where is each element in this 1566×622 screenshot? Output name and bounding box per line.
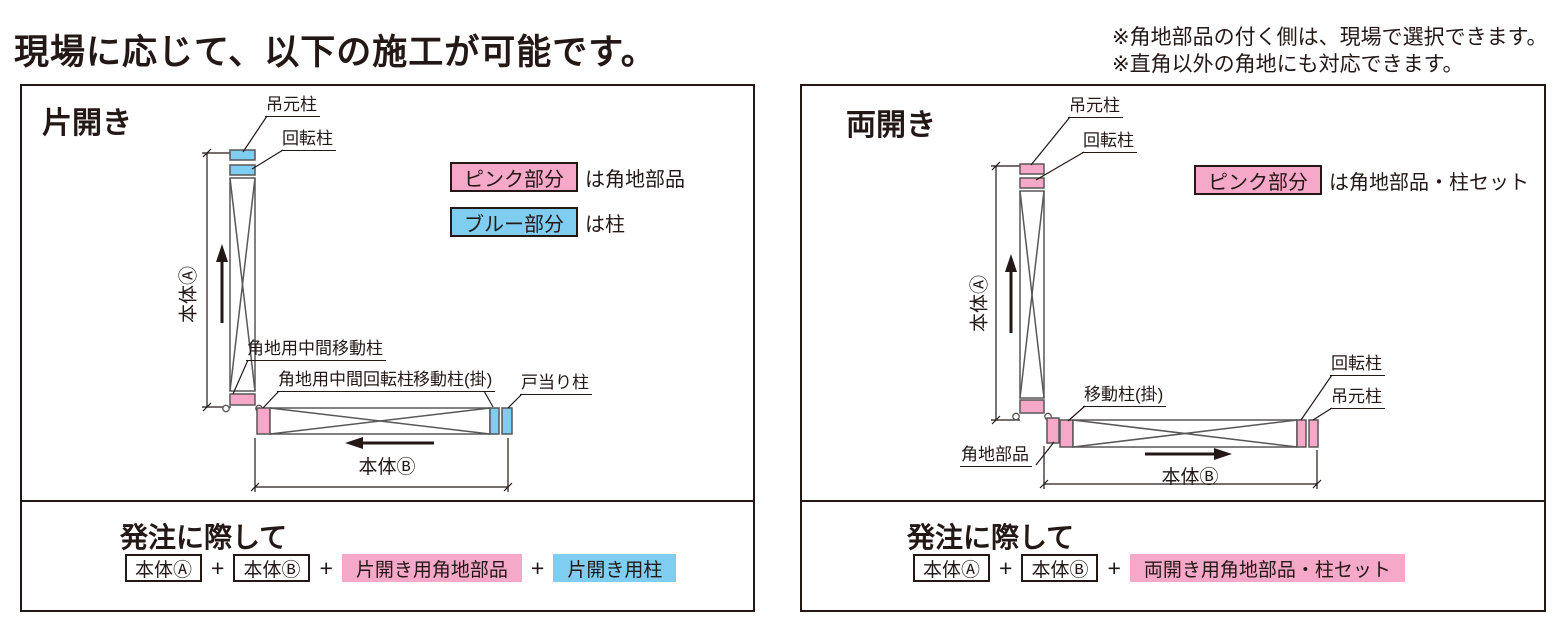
legend-pink: ピンク部分 は角地部品 bbox=[450, 162, 685, 192]
legend-blue: ブルー部分 は柱 bbox=[450, 207, 625, 237]
label-tsurimoto-top: 吊元柱 bbox=[1068, 96, 1123, 118]
arrow-up-icon bbox=[1005, 254, 1017, 333]
note-line-2: ※直角以外の角地にも対応できます。 bbox=[1112, 53, 1464, 76]
order-formula: 本体Ⓐ + 本体Ⓑ + 片開き用角地部品 + 片開き用柱 bbox=[125, 554, 677, 582]
label-ido-kake: 移動柱(掛) bbox=[1083, 385, 1167, 407]
plus-sign: + bbox=[1107, 555, 1121, 581]
plus-sign: + bbox=[999, 555, 1013, 581]
legend-blue-text: は柱 bbox=[585, 213, 625, 236]
part-kakuchi-buhin bbox=[1046, 417, 1060, 444]
accordion-body-horizontal bbox=[269, 407, 491, 435]
accordion-body-vertical bbox=[1019, 190, 1045, 399]
label-hontai-a: 本体Ⓐ bbox=[178, 266, 200, 324]
legend-pink-text: は角地部品・柱セット bbox=[1329, 171, 1529, 194]
dimension-line-vertical-a bbox=[202, 148, 231, 412]
arrow-up-icon bbox=[216, 244, 228, 323]
accordion-body-vertical bbox=[229, 177, 256, 392]
legend-blue-swatch: ブルー部分 bbox=[450, 207, 578, 237]
label-ido-kake: 移動柱(掛) bbox=[412, 370, 496, 392]
top-notes: ※角地部品の付く側は、現場で選択できます。 ※直角以外の角地にも対応できます。 bbox=[1112, 24, 1548, 78]
order-item-corner-parts: 片開き用角地部品 bbox=[341, 554, 522, 582]
single-swing-diagram bbox=[202, 115, 523, 492]
label-hontai-a: 本体Ⓐ bbox=[969, 275, 991, 333]
part-kakuchi-ido bbox=[229, 393, 256, 406]
hinge-dot bbox=[1012, 412, 1020, 421]
page-title: 現場に応じて、以下の施工が可能です。 bbox=[14, 33, 657, 72]
dimension-line-horizontal-b bbox=[1039, 446, 1322, 489]
post-toatari bbox=[501, 407, 513, 435]
order-item-hontai-a: 本体Ⓐ bbox=[125, 554, 203, 582]
panel-title-double-swing: 両開き bbox=[846, 109, 936, 142]
label-kaiten-right: 回転柱 bbox=[1330, 354, 1385, 376]
accordion-body-horizontal bbox=[1072, 419, 1298, 448]
post-kaiten bbox=[229, 164, 256, 176]
panel-divider bbox=[22, 500, 753, 502]
label-toatari: 戸当り柱 bbox=[520, 373, 592, 395]
panel-divider bbox=[802, 500, 1544, 502]
post-tsurimoto bbox=[229, 149, 256, 161]
label-kaiten: 回転柱 bbox=[281, 129, 336, 151]
label-kaiten-top: 回転柱 bbox=[1082, 131, 1137, 153]
leader-lines bbox=[1030, 116, 1333, 466]
post-ido-kake bbox=[1059, 419, 1074, 448]
label-tsurimoto: 吊元柱 bbox=[265, 95, 320, 117]
order-item-posts: 片開き用柱 bbox=[553, 554, 677, 582]
leader-lines bbox=[232, 115, 523, 409]
post-kaiten-right bbox=[1296, 419, 1307, 448]
label-hontai-b: 本体Ⓑ bbox=[358, 457, 416, 478]
part-corner-bottom bbox=[1019, 399, 1045, 414]
plus-sign: + bbox=[319, 555, 333, 581]
arrow-left-icon bbox=[345, 437, 434, 449]
plus-sign: + bbox=[211, 555, 225, 581]
panel-title-single-swing: 片開き bbox=[42, 107, 132, 140]
order-heading: 発注に際して bbox=[907, 522, 1075, 553]
panel-double-swing: 両開き 吊元柱 回転柱 移動柱(掛) 回転柱 吊元柱 角地部品 本体Ⓐ 本体Ⓑ … bbox=[800, 84, 1546, 612]
label-kakuchi-ido: 角地用中間移動柱 bbox=[246, 339, 386, 361]
order-item-hontai-b: 本体Ⓑ bbox=[233, 554, 311, 582]
order-item-hontai-b: 本体Ⓑ bbox=[1021, 554, 1099, 582]
plus-sign: + bbox=[530, 555, 545, 581]
legend-pink-text: は角地部品 bbox=[585, 168, 685, 191]
part-kakuchi-kaiten bbox=[256, 407, 271, 435]
label-hontai-b: 本体Ⓑ bbox=[1161, 467, 1219, 488]
arrow-right-icon bbox=[1145, 448, 1232, 460]
order-item-corner-post-set: 両開き用角地部品・柱セット bbox=[1129, 554, 1405, 582]
panel-single-swing: 片開き 吊元柱 回転柱 角地用中間移動柱 角地用中間回転柱 移動柱(掛) 戸当り… bbox=[20, 84, 755, 612]
legend-pink: ピンク部分 は角地部品・柱セット bbox=[1194, 165, 1529, 195]
order-formula: 本体Ⓐ + 本体Ⓑ + 両開き用角地部品・柱セット bbox=[913, 554, 1405, 582]
label-kakuchi-buhin: 角地部品 bbox=[960, 445, 1032, 467]
label-kakuchi-kaiten: 角地用中間回転柱 bbox=[277, 370, 417, 392]
post-kaiten bbox=[1019, 177, 1045, 189]
dimension-line-horizontal-b bbox=[250, 438, 513, 492]
order-heading: 発注に際して bbox=[120, 522, 288, 553]
double-swing-diagram bbox=[991, 116, 1333, 489]
dimension-line-vertical-a bbox=[991, 161, 1020, 425]
post-ido-kake bbox=[489, 407, 500, 435]
order-item-hontai-a: 本体Ⓐ bbox=[913, 554, 991, 582]
label-tsurimoto-right: 吊元柱 bbox=[1330, 387, 1385, 409]
post-tsurimoto-right bbox=[1308, 419, 1319, 448]
hinge-dot bbox=[222, 404, 230, 413]
legend-pink-swatch: ピンク部分 bbox=[450, 162, 578, 192]
legend-pink-swatch: ピンク部分 bbox=[1194, 165, 1322, 195]
note-line-1: ※角地部品の付く側は、現場で選択できます。 bbox=[1112, 26, 1548, 49]
post-tsurimoto bbox=[1019, 163, 1045, 175]
